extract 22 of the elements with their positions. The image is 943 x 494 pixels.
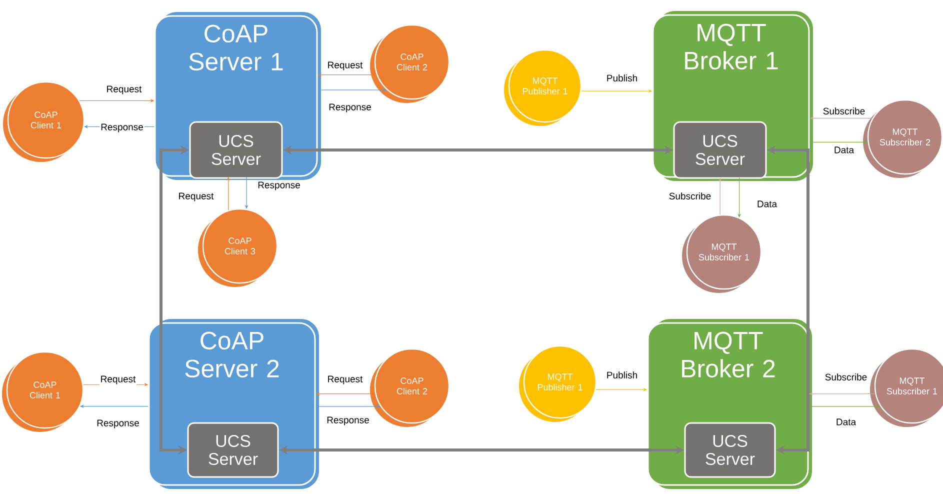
edge-label: Publish (605, 370, 639, 380)
arrow (80, 404, 149, 408)
edge-label: Response (326, 416, 370, 426)
edge-label: Response (328, 102, 372, 114)
edge-label: Request (105, 84, 143, 96)
edge-label: Response (256, 180, 302, 192)
ucs-server-box: UCS Server (189, 121, 283, 179)
edge-label: Response (96, 418, 140, 430)
edge-label: Data (832, 146, 856, 154)
edge-label: Request (326, 60, 364, 72)
edge-label: Request (177, 192, 215, 202)
ucs-server-box: UCS Server (673, 121, 767, 179)
edge-label: Request (99, 374, 137, 386)
edge-label: Subscribe (824, 372, 868, 382)
edge-label: Data (834, 418, 858, 426)
ucs-server-box: UCS Server (684, 422, 776, 478)
edge-label: Publish (605, 74, 639, 82)
edge-label: Subscribe (668, 192, 712, 200)
edge-label: Request (326, 374, 364, 386)
edge-label: Response (100, 122, 144, 134)
ucs-server-box: UCS Server (187, 422, 279, 478)
edge-label: Data (756, 200, 778, 208)
